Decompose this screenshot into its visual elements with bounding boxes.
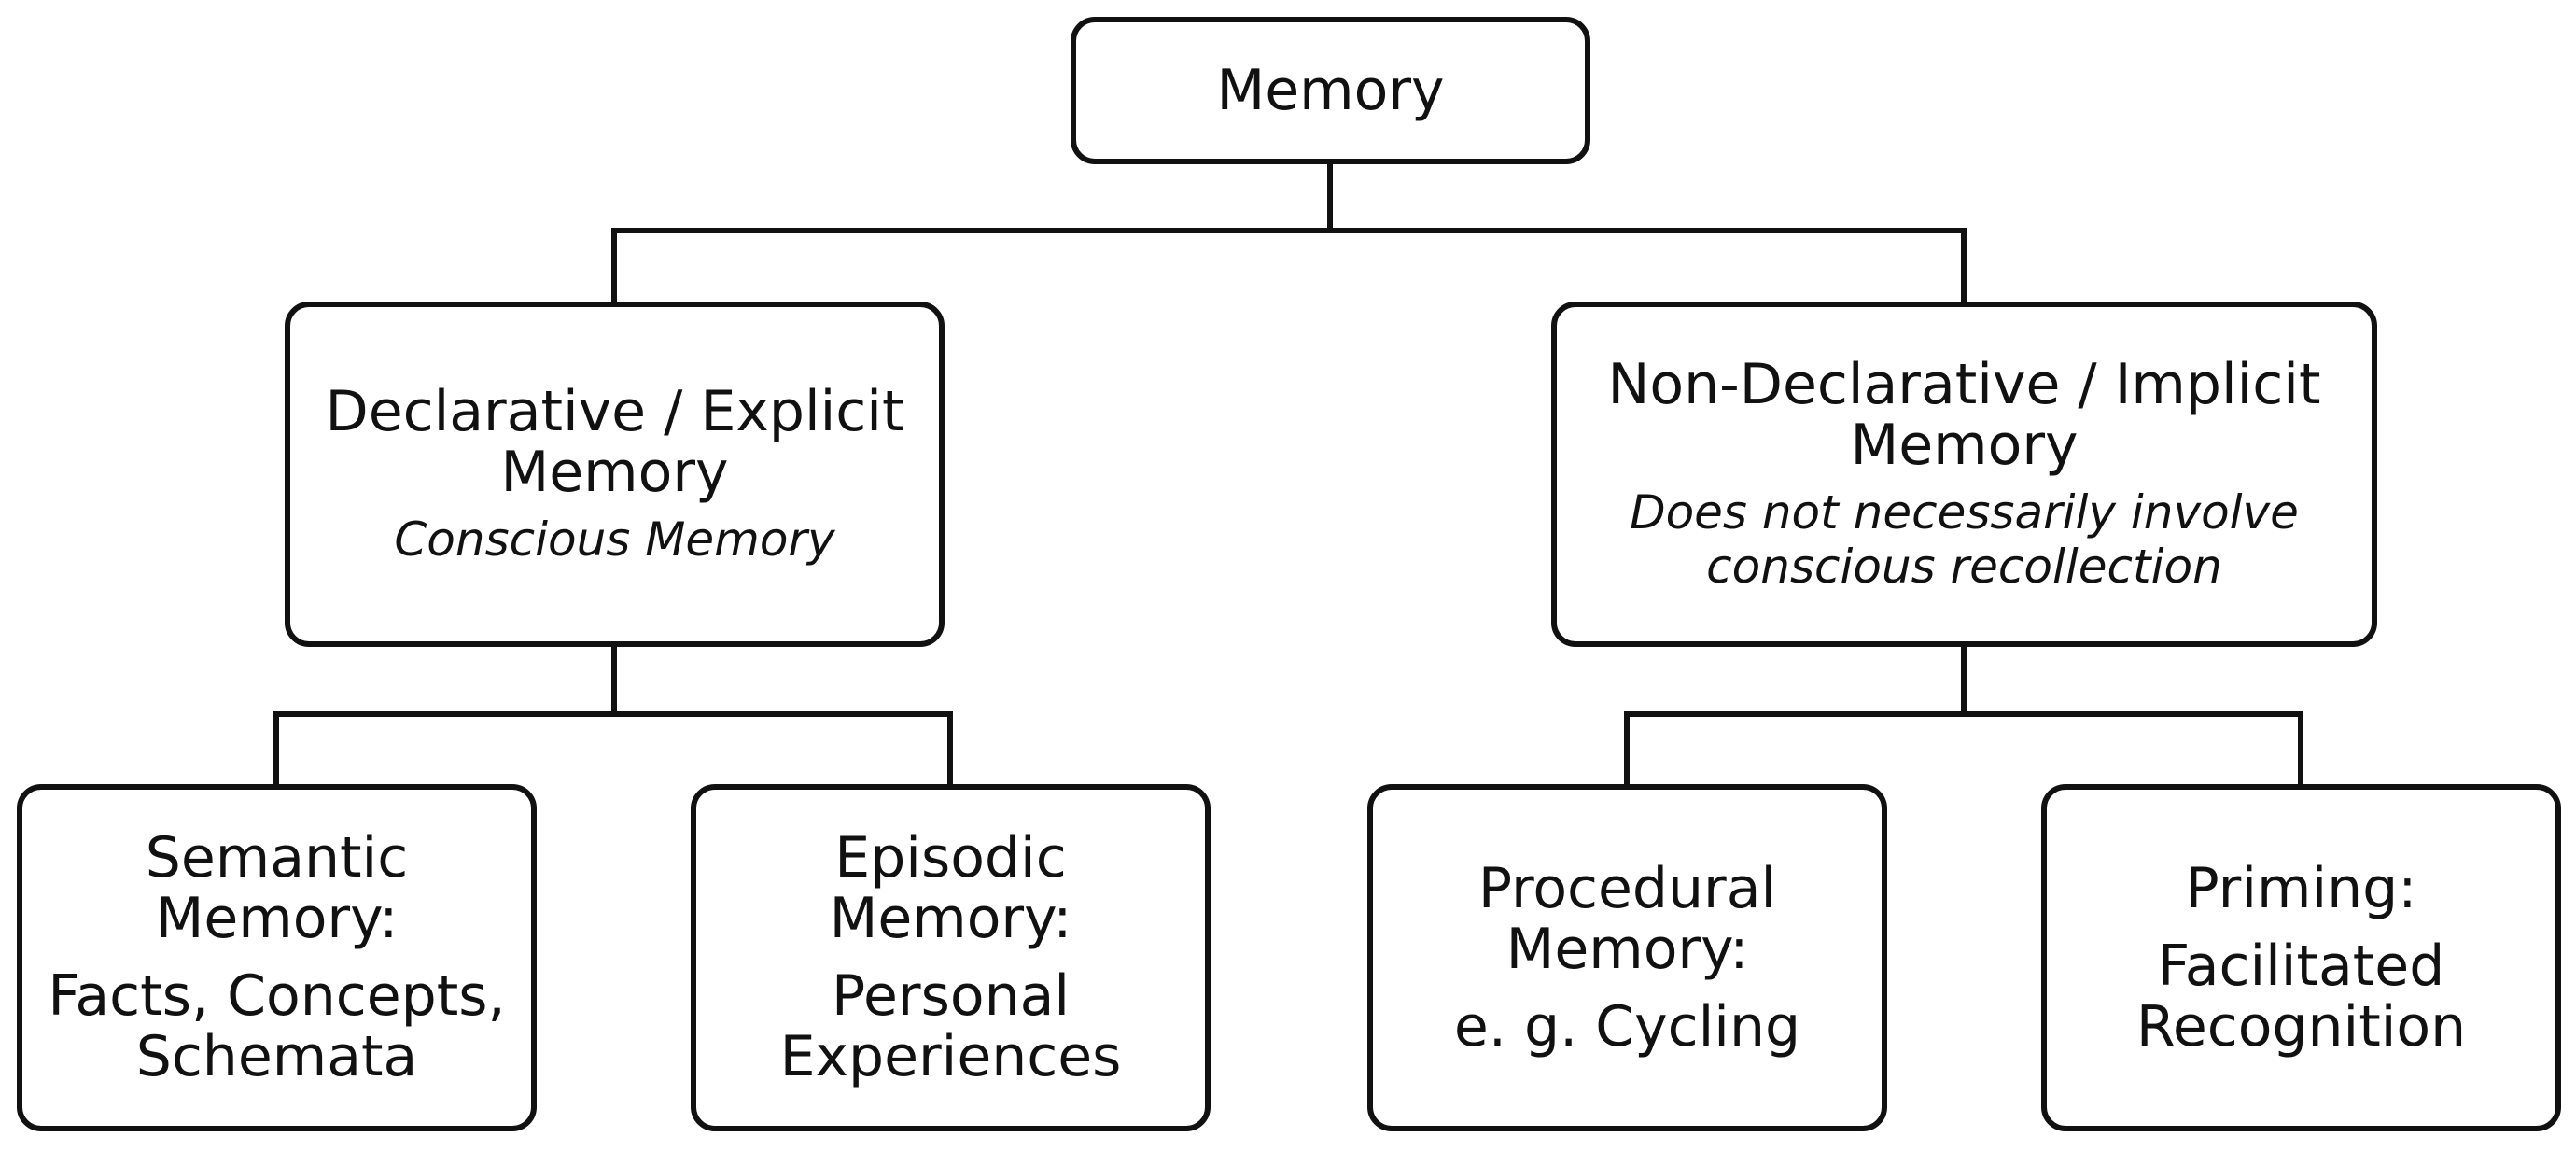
declarative-title-line2: Memory (500, 440, 729, 505)
episodic-detail-line2: Experiences (779, 1024, 1122, 1089)
procedural-title-line2: Memory: (1505, 916, 1749, 982)
node-memory-title: Memory (1216, 57, 1445, 123)
procedural-detail-line1: e. g. Cycling (1453, 993, 1801, 1060)
node-priming: Priming: Facilitated Recognition (2041, 784, 2561, 1131)
episodic-title-line1: Episodic (834, 825, 1067, 891)
declarative-title-line1: Declarative / Explicit (325, 379, 904, 444)
nondeclarative-title-line1: Non-Declarative / Implicit (1607, 352, 2321, 417)
node-episodic-memory: Episodic Memory: Personal Experiences (691, 784, 1211, 1131)
nondeclarative-subtitle-line1: Does not necessarily involve (1630, 485, 2299, 540)
node-nondeclarative-memory: Non-Declarative / Implicit Memory Does n… (1551, 302, 2377, 647)
procedural-title-line1: Procedural (1477, 855, 1777, 921)
nondeclarative-subtitle-line2: conscious recollection (1706, 540, 2222, 594)
node-declarative-memory: Declarative / Explicit Memory Conscious … (285, 302, 945, 647)
priming-detail-line1: Facilitated (2157, 933, 2445, 999)
nondeclarative-title-line2: Memory (1850, 413, 2079, 478)
priming-title-line1: Priming: (2185, 855, 2417, 921)
node-semantic-memory: Semantic Memory: Facts, Concepts, Schema… (17, 784, 537, 1131)
episodic-detail-line1: Personal (831, 963, 1071, 1029)
declarative-subtitle: Conscious Memory (394, 512, 835, 567)
priming-detail-line2: Recognition (2135, 993, 2467, 1060)
node-procedural-memory: Procedural Memory: e. g. Cycling (1367, 784, 1887, 1131)
semantic-title-line2: Memory: (155, 886, 399, 951)
semantic-title-line1: Semantic (145, 825, 409, 891)
node-memory: Memory (1071, 17, 1590, 164)
episodic-title-line2: Memory: (829, 886, 1072, 951)
semantic-detail-line2: Schemata (135, 1024, 418, 1089)
semantic-detail-line1: Facts, Concepts, (48, 963, 506, 1029)
